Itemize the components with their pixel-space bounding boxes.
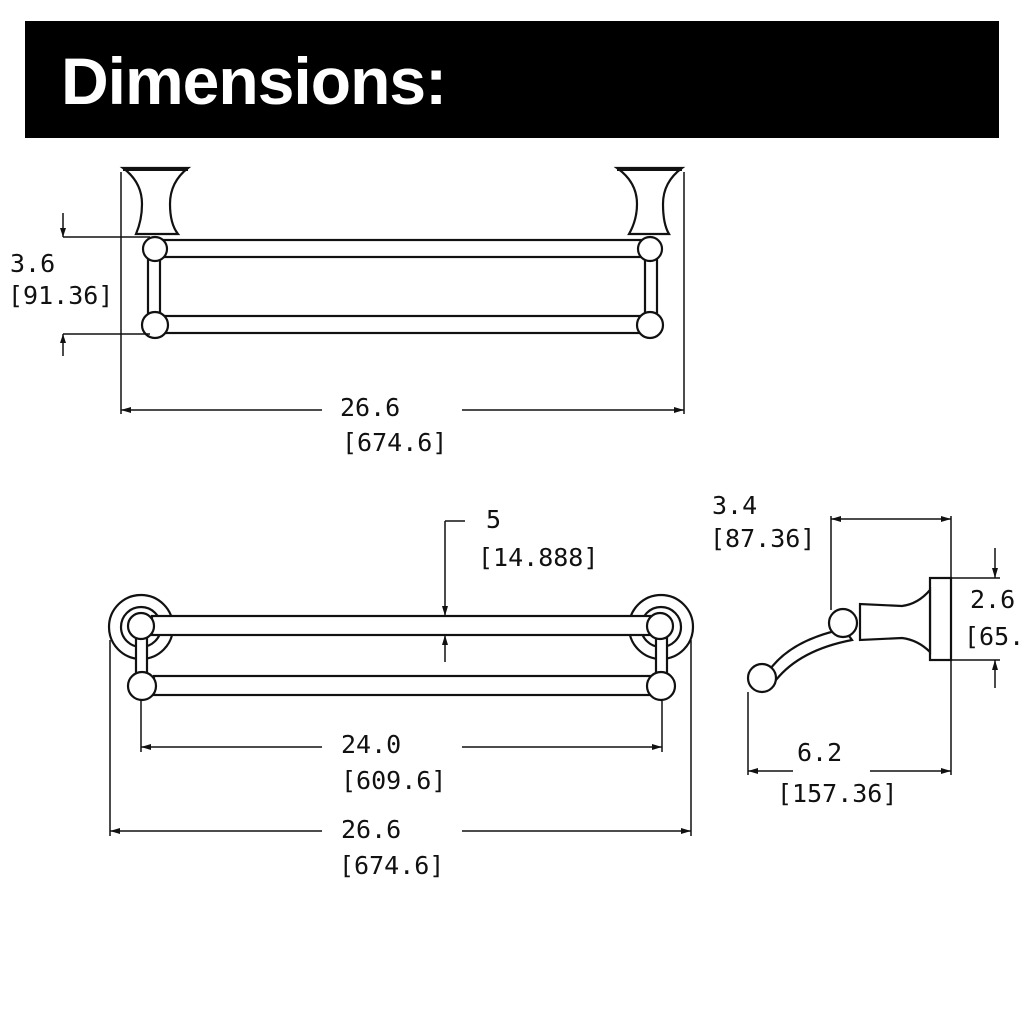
front-view [60,166,686,414]
wall-plate [928,576,953,662]
front-bottom-bar [158,314,644,335]
side-top-mm: [87.36] [710,524,815,553]
side-height-in: 2.6 [970,585,1015,614]
front-height-in: 3.6 [10,249,55,278]
top-offset-mm: [14.888] [478,543,598,572]
top-offset-in: 5 [486,505,501,534]
front-width-in: 26.6 [340,393,400,422]
side-top-in: 3.4 [712,491,757,520]
side-height-mm: [65.5 [964,622,1024,651]
front-height-mm: [91.36] [8,281,113,310]
left-bracket [119,166,192,236]
front-top-bar [158,238,644,259]
page-title: Dimensions: [61,44,447,118]
top-center-mm: [609.6] [341,766,446,795]
top-overall-mm: [674.6] [339,851,444,880]
top-center-in: 24.0 [341,730,401,759]
top-view [107,520,695,836]
side-bracket [858,587,932,655]
side-view [746,516,1000,775]
side-depth-in: 6.2 [797,738,842,767]
side-depth-mm: [157.36] [777,779,897,808]
right-bracket [613,166,686,236]
top-overall-in: 26.6 [341,815,401,844]
top-view-upper-bar [150,614,652,637]
top-view-lower-bar [152,674,652,697]
front-width-mm: [674.6] [342,428,447,457]
title-banner: Dimensions: [25,21,999,138]
